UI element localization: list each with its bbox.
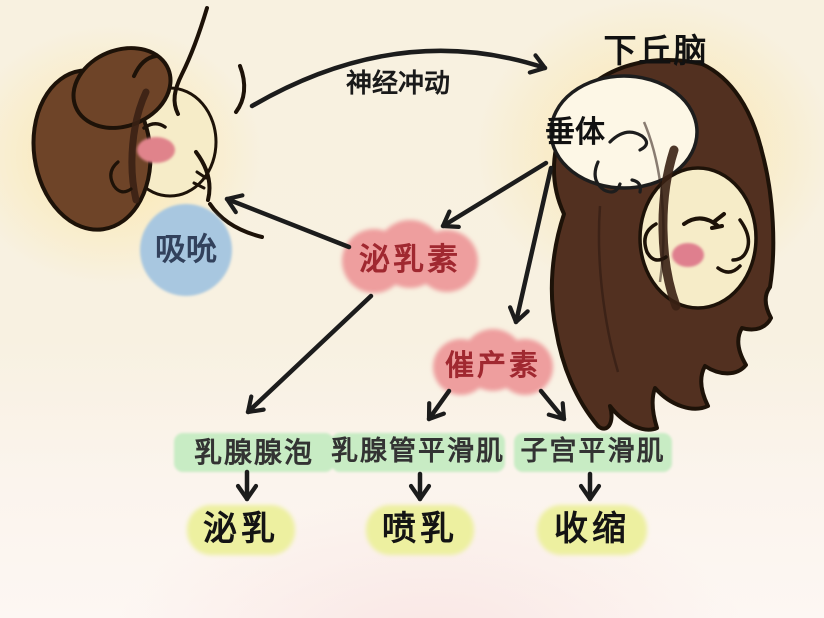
prolactin-badge [342,220,478,293]
eject-label: 喷乳 [382,509,458,550]
mother-eye-icon [682,212,726,230]
nerve-impulse-label: 神经冲动 [345,69,450,100]
breast-contour [172,6,209,116]
arrow-prolactin-to-baby [224,193,352,250]
diagram-arrows [224,48,602,502]
prolactin-label: 泌乳素 [359,241,461,278]
mother-face [638,166,758,310]
organ-boxes [174,433,672,472]
arrow-prolactin-to-alveoli [245,293,374,415]
baby-chin-neck [194,150,264,239]
baby-illustration [31,6,264,239]
arrow-pituitary-to-prolactin [440,160,549,229]
arrow-pituitary-to-oxytocin [508,165,554,325]
pituitary-doodle [593,130,649,194]
arrow-nerve-impulse [249,48,548,109]
hypothalamus-label: 下丘脑 [603,30,709,70]
mother-mouth [716,264,742,274]
baby-ear-icon [109,160,133,194]
oxytocin-label: 催产素 [444,347,541,382]
mother-blush [672,243,704,267]
mother-nose [731,218,751,262]
baby-hairline-strand [128,88,150,204]
alveoli-label: 乳腺腺泡 [193,435,314,469]
sucking-badge [140,204,232,296]
baby-eye-icon [142,122,167,130]
baby-blush [137,137,175,163]
arrow-oxytocin-to-duct [426,388,452,422]
mother-ear-icon [643,222,668,262]
uterine-muscle-label: 子宫平滑肌 [520,436,666,468]
baby-throat-marks [192,170,208,190]
oxytocin-badge [433,329,553,395]
mother-illustration [549,58,776,432]
mother-hair-strand-lines [597,121,665,373]
contract-label: 收缩 [554,509,630,550]
duct-muscle-label: 乳腺管平滑肌 [331,436,505,468]
sucking-label: 吸吮 [155,231,217,268]
pituitary-label: 垂体 [545,115,605,151]
breast-contour-right [234,64,247,114]
arrow-oxytocin-to-uterus [538,388,567,422]
baby-cowlick [132,54,158,78]
secrete-label: 泌乳 [203,509,279,550]
effect-blobs [187,505,647,555]
